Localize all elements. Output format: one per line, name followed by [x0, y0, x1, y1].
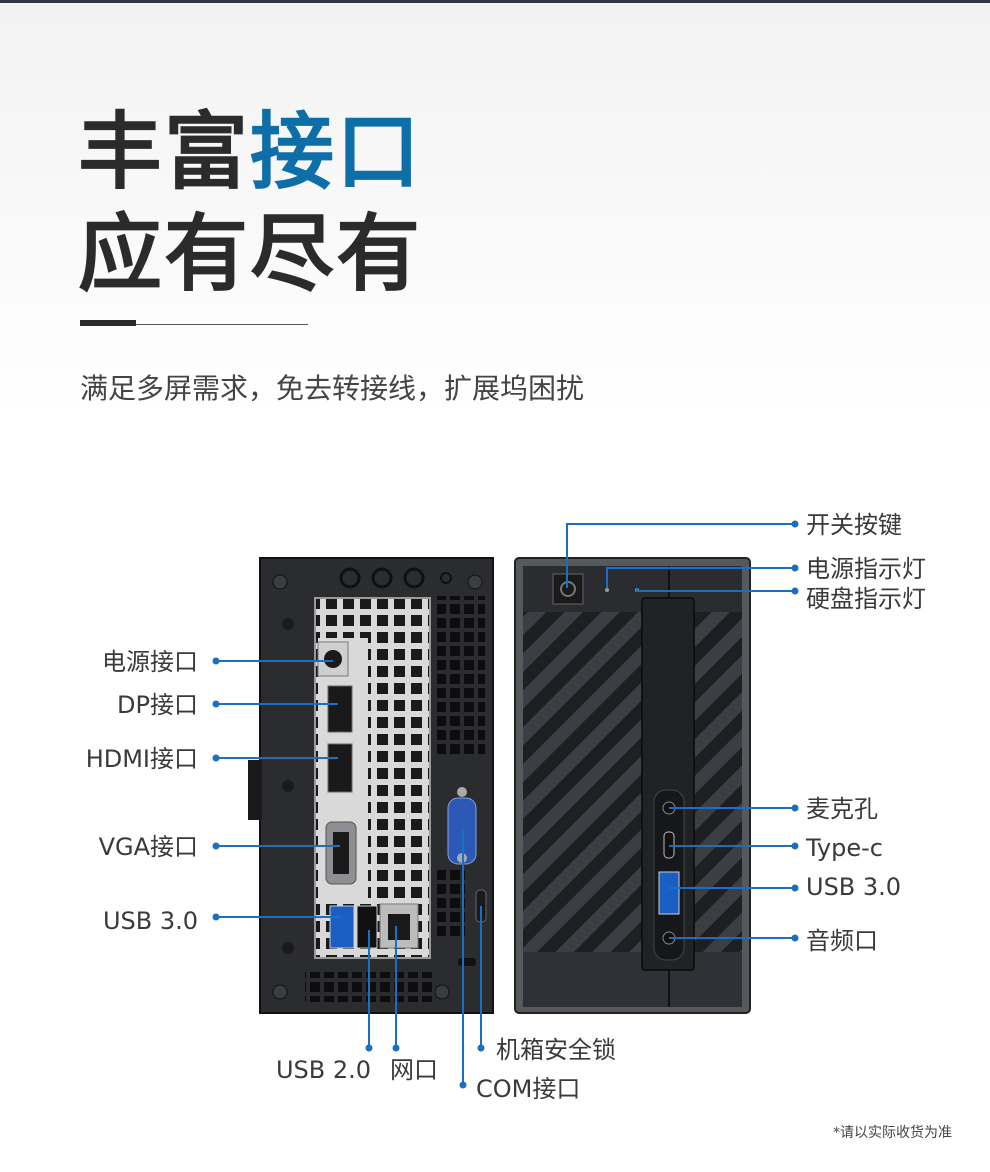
subtitle: 满足多屏需求，免去转接线，扩展坞困扰 — [80, 372, 585, 405]
label-usb2: USB 2.0 — [276, 1056, 371, 1084]
label-mic-jack: 麦克孔 — [806, 795, 878, 823]
callout-dots — [212, 520, 799, 1089]
footnote: *请以实际收货为准 — [833, 1125, 952, 1141]
label-lan-port: 网口 — [390, 1056, 438, 1084]
headline-highlight: 接口 — [250, 103, 423, 201]
label-security-lock: 机箱安全锁 — [496, 1036, 616, 1064]
label-audio-jack: 音频口 — [806, 927, 878, 955]
label-rear-usb3: USB 3.0 — [103, 907, 198, 935]
label-hdmi-port: HDMI接口 — [86, 745, 198, 773]
label-front-usb3: USB 3.0 — [806, 873, 901, 901]
front-chassis — [514, 557, 751, 1014]
divider-accent — [80, 320, 136, 326]
callout-lines — [216, 523, 795, 1085]
headline-line-2: 应有尽有 — [78, 205, 423, 303]
label-type-c: Type-c — [805, 834, 883, 862]
headline-line-1: 丰富接口 — [78, 110, 422, 194]
label-power-port: 电源接口 — [102, 648, 198, 676]
top-bar — [0, 0, 990, 3]
divider-line — [80, 324, 308, 325]
rear-chassis — [248, 557, 494, 1014]
label-power-button: 开关按键 — [806, 511, 902, 539]
label-hdd-led: 硬盘指示灯 — [806, 585, 926, 613]
label-com-port: COM接口 — [476, 1075, 580, 1103]
headline-part-1: 丰富 — [78, 103, 251, 201]
rear-labels: 电源接口 DP接口 HDMI接口 VGA接口 USB 3.0 USB 2.0 网… — [86, 648, 616, 1103]
front-labels: 开关按键 电源指示灯 硬盘指示灯 麦克孔 Type-c USB 3.0 音频口 — [805, 511, 926, 955]
label-power-led: 电源指示灯 — [806, 555, 926, 583]
label-dp-port: DP接口 — [117, 691, 198, 719]
label-vga-port: VGA接口 — [99, 833, 198, 861]
